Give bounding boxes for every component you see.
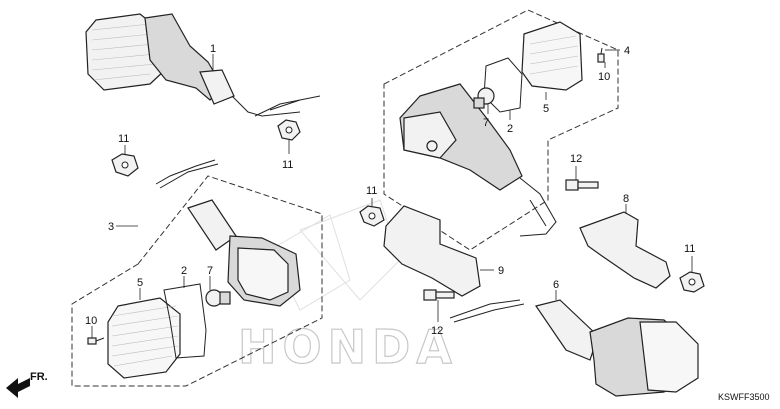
drawing-code: KSWFF3500 [718,392,770,402]
turn-signal-1 [85,13,321,117]
callout-5-bottom: 5 [137,277,143,289]
callout-2-top: 2 [507,123,513,135]
group-outline-3 [71,175,323,387]
callout-11-right: 11 [684,243,695,255]
nut-11-middle [359,205,385,227]
callout-8: 8 [623,193,629,205]
nut-11-right [679,271,705,293]
nut-11-left [111,153,139,177]
callout-6: 6 [553,279,559,291]
bulb-7-top [473,87,495,109]
nut-11-top [277,119,301,141]
lens-5-top [521,21,583,91]
callout-12-bottom: 12 [431,325,443,337]
callout-10-top: 10 [598,71,610,83]
turn-signal-3 [155,159,301,307]
bolt-12-top [565,179,599,191]
callout-11-top: 11 [282,159,293,171]
leader-lines [91,49,693,338]
callout-labels: 1 11 11 3 4 10 5 7 2 11 12 8 11 9 12 6 5… [85,43,695,337]
callout-2-bottom: 2 [181,265,187,277]
bolt-12-bottom [423,289,455,301]
callout-12-top: 12 [570,153,582,165]
callout-1: 1 [210,43,216,55]
callout-7-bottom: 7 [207,265,213,277]
gasket-2-top [483,57,523,113]
screw-10-top [597,47,605,63]
callout-11-left: 11 [118,133,129,145]
bulb-7-bottom [205,289,231,307]
callout-11-middle: 11 [366,185,377,197]
bracket-8 [579,211,671,289]
callout-9: 9 [498,265,504,277]
bracket-9 [383,205,481,297]
callout-3: 3 [108,221,114,233]
screw-10-bottom [87,337,105,345]
turn-signal-6 [449,299,699,397]
gasket-2-bottom [163,283,207,359]
callout-4: 4 [624,45,630,57]
honda-watermark: HONDA [237,199,458,375]
watermark-text: HONDA [238,320,458,374]
front-label: FR. [30,371,48,383]
callout-7-top: 7 [483,117,489,129]
lens-5-bottom [107,297,181,379]
callout-5-top: 5 [543,103,549,115]
callout-10-bottom: 10 [85,315,97,327]
front-direction-indicator: FR. [6,371,48,398]
turn-signal-4 [399,83,557,237]
